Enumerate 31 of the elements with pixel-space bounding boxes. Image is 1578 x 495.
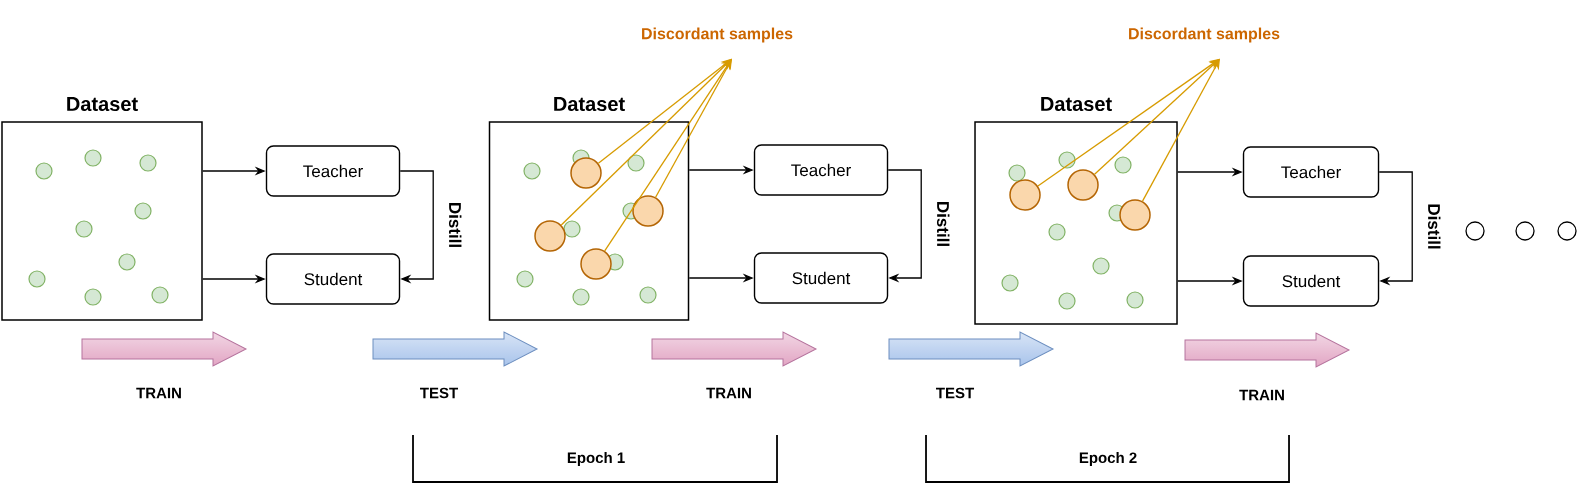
discordant-sample bbox=[1067, 169, 1099, 201]
step-label: TRAIN bbox=[706, 387, 751, 399]
step-label: Epoch 1 bbox=[567, 452, 625, 466]
model-box: Teacher bbox=[753, 144, 889, 196]
model-box: Teacher bbox=[1242, 146, 1380, 198]
discordant-sample bbox=[632, 195, 664, 227]
model-box: Student bbox=[265, 253, 401, 305]
model-box: Student bbox=[753, 252, 889, 304]
edge-label: Distill bbox=[935, 199, 951, 249]
model-box: Student bbox=[1242, 255, 1380, 307]
arrow bbox=[1378, 171, 1413, 286]
discordant-sample bbox=[580, 248, 612, 280]
callout-label: Discordant samples bbox=[1129, 27, 1280, 43]
edge-label: Distill bbox=[1427, 202, 1442, 251]
step-label: TEST bbox=[936, 387, 974, 399]
callout-label: Discordant samples bbox=[642, 27, 793, 43]
arrow bbox=[887, 169, 922, 283]
step-label: TRAIN bbox=[1239, 389, 1284, 401]
step-label: TRAIN bbox=[136, 387, 181, 399]
edge-label: Distill bbox=[447, 200, 463, 250]
box-heading: Dataset bbox=[1041, 97, 1112, 112]
arrow bbox=[399, 170, 434, 284]
discordant-sample bbox=[570, 157, 602, 189]
discordant-sample bbox=[1119, 199, 1151, 231]
box-heading: Dataset bbox=[67, 97, 138, 112]
discordant-sample bbox=[1009, 179, 1041, 211]
step-label: TEST bbox=[420, 387, 458, 399]
discordant-sample bbox=[534, 220, 566, 252]
model-box: Teacher bbox=[265, 145, 401, 197]
step-label: Epoch 2 bbox=[1079, 452, 1137, 466]
box-heading: Dataset bbox=[554, 97, 625, 112]
